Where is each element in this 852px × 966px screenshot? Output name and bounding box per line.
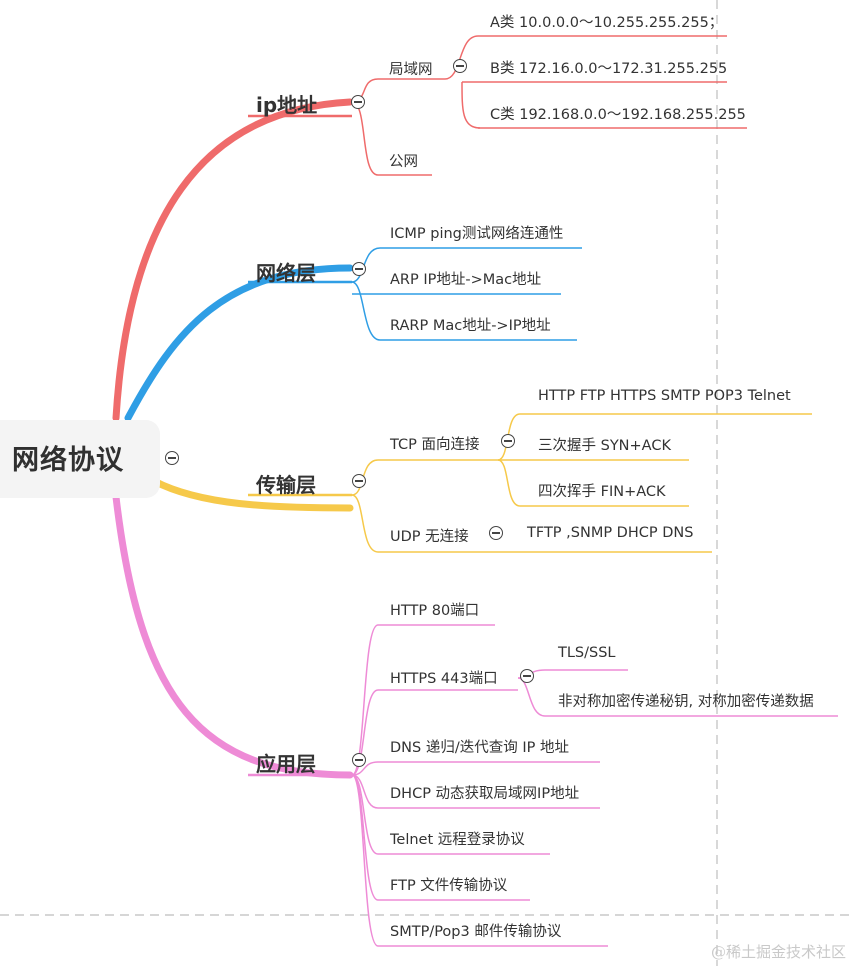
root-node[interactable] (0, 420, 160, 498)
collapse-icon-lan[interactable] (453, 59, 467, 73)
branch-label-network[interactable]: 网络层 (256, 261, 316, 285)
node-telnet[interactable]: Telnet 远程登录协议 (390, 832, 525, 848)
collapse-icon-tcp[interactable] (501, 434, 515, 448)
node-udp[interactable]: UDP 无连接 (390, 529, 469, 545)
node-tcp[interactable]: TCP 面向连接 (390, 437, 480, 453)
node-http[interactable]: HTTP 80端口 (390, 603, 480, 619)
node-udp-protocols[interactable]: TFTP ,SNMP DHCP DNS (527, 525, 694, 541)
collapse-icon-root[interactable] (165, 451, 179, 465)
node-icmp[interactable]: ICMP ping测试网络连通性 (390, 226, 564, 242)
node-smtp[interactable]: SMTP/Pop3 邮件传输协议 (390, 924, 562, 940)
branch-line-application (112, 493, 354, 779)
node-lan-a[interactable]: A类 10.0.0.0～10.255.255.255； (490, 15, 724, 31)
network-connectors (351, 247, 582, 341)
collapse-icon-udp[interactable] (489, 526, 503, 540)
branch-label-transport[interactable]: 传输层 (256, 473, 316, 497)
node-dhcp[interactable]: DHCP 动态获取局域网IP地址 (390, 786, 580, 802)
ip-connectors (351, 35, 747, 176)
node-encryption[interactable]: 非对称加密传递秘钥, 对称加密传递数据 (558, 694, 814, 710)
node-public[interactable]: 公网 (389, 154, 418, 170)
node-tcp-protocols[interactable]: HTTP FTP HTTPS SMTP POP3 Telnet (538, 388, 791, 404)
branch-label-ip[interactable]: ip地址 (256, 93, 318, 117)
node-lan[interactable]: 局域网 (389, 62, 433, 78)
node-lan-c[interactable]: C类 192.168.0.0～192.168.255.255 (490, 107, 746, 123)
node-tcp-handshake[interactable]: 三次握手 SYN+ACK (538, 438, 671, 454)
node-dns[interactable]: DNS 递归/迭代查询 IP 地址 (390, 740, 569, 756)
application-connectors (351, 624, 838, 947)
collapse-icon-network[interactable] (352, 262, 366, 276)
node-tcp-wave[interactable]: 四次挥手 FIN+ACK (538, 484, 666, 500)
node-ftp[interactable]: FTP 文件传输协议 (390, 878, 508, 894)
node-rarp[interactable]: RARP Mac地址->IP地址 (390, 318, 551, 334)
collapse-icon-ip[interactable] (351, 95, 365, 109)
branch-label-application[interactable]: 应用层 (256, 752, 316, 776)
transport-connectors (351, 413, 812, 553)
node-tls[interactable]: TLS/SSL (558, 645, 616, 661)
branch-line-ip (112, 98, 354, 422)
node-https[interactable]: HTTPS 443端口 (390, 671, 498, 687)
branch-line-network (124, 264, 354, 422)
watermark: @稀土掘金技术社区 (710, 943, 846, 961)
root-label: 网络协议 (12, 445, 124, 476)
collapse-icon-transport[interactable] (352, 474, 366, 488)
collapse-icon-https[interactable] (520, 669, 534, 683)
branch-line-transport (150, 477, 354, 512)
node-arp[interactable]: ARP IP地址->Mac地址 (390, 272, 542, 288)
node-lan-b[interactable]: B类 172.16.0.0～172.31.255.255 (490, 61, 728, 77)
collapse-icon-application[interactable] (352, 753, 366, 767)
